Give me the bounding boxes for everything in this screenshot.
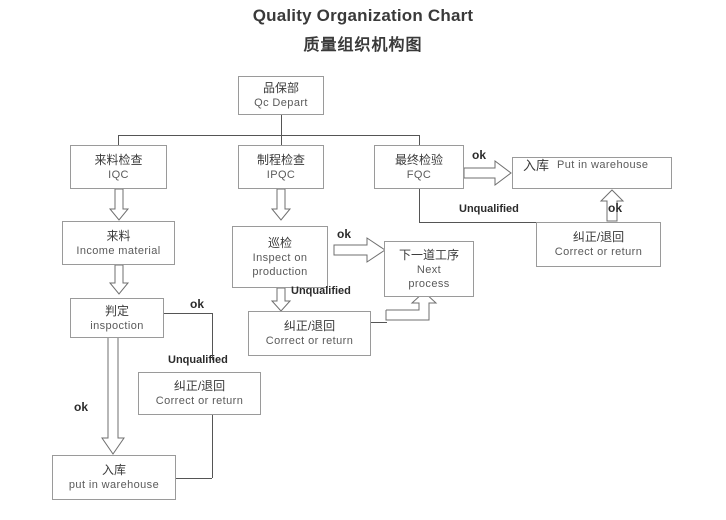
node-correct-or-return-left-cn: 纠正/退回 (173, 379, 226, 393)
node-iqc-cn: 来料检查 (94, 152, 143, 167)
node-warehouse-top-cn: 入库 (523, 158, 550, 173)
node-ipqc[interactable]: 制程检查 IPQC (238, 145, 324, 189)
line-qc-down (281, 115, 282, 135)
line-inspoction-ok-right (163, 313, 212, 314)
arrow-correct-mid-to-next-process (385, 291, 448, 324)
node-ipqc-cn: 制程检查 (256, 152, 305, 167)
arrow-ok-to-bottom-warehouse (101, 324, 125, 455)
line-correct-left-down (212, 414, 213, 478)
node-warehouse-bottom-en: put in warehouse (68, 479, 160, 491)
node-correct-or-return-right-en: Correct or return (554, 246, 643, 258)
node-inspect-on-production-en1: Inspect on (252, 251, 308, 264)
node-next-process-en2: process (408, 277, 450, 290)
arrow-iqc-to-income (108, 188, 130, 221)
chart-title-english: Quality Organization Chart (252, 6, 474, 25)
node-correct-or-return-left[interactable]: 纠正/退回 Correct or return (138, 372, 261, 415)
node-qc-depart-en: Qc Depart (254, 97, 308, 109)
line-correct-mid-right (371, 322, 387, 323)
line-fqc-down (419, 189, 420, 222)
label-ok-inspect-next: ok (337, 227, 352, 241)
node-inspect-on-production-en2: production (252, 265, 308, 278)
node-correct-or-return-right[interactable]: 纠正/退回 Correct or return (536, 222, 661, 267)
line-inspoction-ok-down (212, 313, 213, 360)
arrow-income-to-inspoction (108, 264, 130, 295)
node-fqc-cn: 最终检验 (394, 152, 443, 167)
line-fqc-to-correct-right (419, 222, 536, 223)
node-income-material[interactable]: 来料 Income material (62, 221, 175, 265)
arrow-ipqc-to-patrol (270, 188, 292, 221)
node-correct-or-return-mid[interactable]: 纠正/退回 Correct or return (248, 311, 371, 356)
label-unqualified-judge: Unqualified (168, 354, 228, 366)
arrow-patrol-to-correct-mid (270, 287, 292, 312)
node-correct-or-return-mid-cn: 纠正/退回 (283, 319, 336, 333)
node-next-process-cn: 下一道工序 (398, 247, 459, 262)
node-warehouse-bottom-cn: 入库 (101, 463, 126, 477)
node-warehouse-top[interactable]: 入库 Put in warehouse (512, 157, 672, 189)
node-iqc-en: IQC (108, 168, 129, 181)
label-unqualified-fqc: Unqualified (459, 203, 519, 215)
node-correct-or-return-left-en: Correct or return (155, 395, 244, 407)
chart-title-chinese: 质量组织机构图 (303, 37, 423, 54)
line-bus-to-fqc (419, 135, 420, 145)
arrow-correct-right-to-warehouse (599, 189, 625, 222)
node-inspoction-en: inspoction (90, 319, 144, 332)
node-warehouse-bottom[interactable]: 入库 put in warehouse (52, 455, 176, 500)
node-next-process[interactable]: 下一道工序 Next process (384, 241, 474, 297)
arrow-patrol-to-next-process (333, 237, 386, 263)
label-unqualified-patrol: Unqualified (291, 285, 351, 297)
node-ipqc-en: IPQC (266, 168, 296, 181)
line-bus-horizontal (118, 135, 419, 136)
node-correct-or-return-right-cn: 纠正/退回 (572, 230, 625, 244)
node-inspoction[interactable]: 判定 inspoction (70, 298, 164, 338)
node-qc-depart[interactable]: 品保部 Qc Depart (238, 76, 324, 115)
label-ok-bottom: ok (74, 400, 89, 414)
node-warehouse-top-en: Put in warehouse (557, 159, 649, 171)
node-inspect-on-production[interactable]: 巡检 Inspect on production (232, 226, 328, 288)
node-inspoction-cn: 判定 (104, 303, 129, 318)
node-next-process-en1: Next (416, 263, 442, 276)
node-inspect-on-production-cn: 巡检 (267, 235, 292, 250)
label-ok-inspoction: ok (190, 297, 205, 311)
node-income-material-cn: 来料 (106, 228, 131, 243)
line-bus-to-iqc (118, 135, 119, 145)
label-ok-fqc-warehouse: ok (472, 148, 487, 162)
node-fqc[interactable]: 最终检验 FQC (374, 145, 464, 189)
node-fqc-en: FQC (406, 168, 432, 181)
node-income-material-en: Income material (76, 244, 161, 257)
arrow-fqc-to-warehouse (463, 160, 512, 186)
node-correct-or-return-mid-en: Correct or return (265, 335, 354, 347)
node-qc-depart-cn: 品保部 (262, 81, 299, 95)
node-iqc[interactable]: 来料检查 IQC (70, 145, 167, 189)
line-bus-to-ipqc (281, 135, 282, 145)
label-ok-correct-right: ok (608, 201, 623, 215)
